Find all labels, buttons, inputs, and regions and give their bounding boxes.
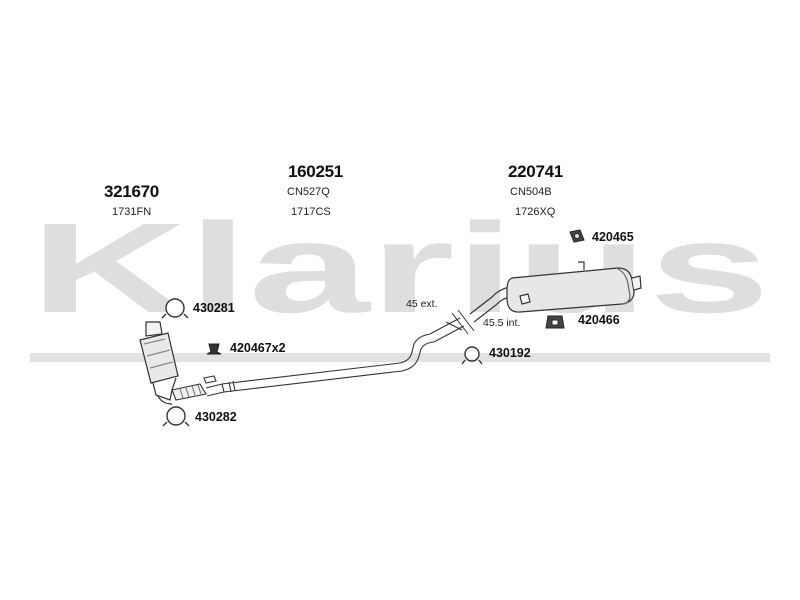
hanger-icon: [569, 229, 585, 243]
assembly-subcode: CN527Q: [287, 186, 330, 198]
part-label: 430282: [195, 410, 237, 424]
part-label: 430192: [489, 346, 531, 360]
assembly-subcode: 1731FN: [112, 206, 152, 218]
assembly-code: 220741: [508, 162, 563, 181]
flex-pipe: [171, 375, 225, 401]
catalytic-converter: [139, 321, 179, 405]
pipe-cut-marks: [445, 309, 475, 335]
clamp-icon: [161, 298, 189, 319]
part-label: 420466: [578, 313, 620, 327]
part-label: 420467x2: [230, 341, 286, 355]
rubber-mount-icon: [206, 343, 222, 355]
part-label: 420465: [592, 230, 634, 244]
clamp-icon: [162, 406, 190, 427]
rear-silencer: [469, 261, 642, 323]
watermark-underline: [30, 353, 770, 362]
assembly-code: 321670: [104, 182, 159, 201]
clamp-icon: [461, 346, 483, 365]
assembly-code: 160251: [288, 162, 343, 181]
dimension-int: 45.5 int.: [483, 317, 521, 329]
assembly-subcode: 1726XQ: [515, 206, 556, 218]
rubber-mount-icon: [545, 315, 565, 329]
assembly-subcode: 1717CS: [291, 206, 331, 218]
dimension-ext: 45 ext.: [406, 298, 438, 310]
assembly-subcode: CN504B: [510, 186, 552, 198]
part-label: 430281: [193, 301, 235, 315]
intermediate-pipe: [221, 317, 465, 393]
watermark-text: Klarius: [30, 197, 770, 340]
